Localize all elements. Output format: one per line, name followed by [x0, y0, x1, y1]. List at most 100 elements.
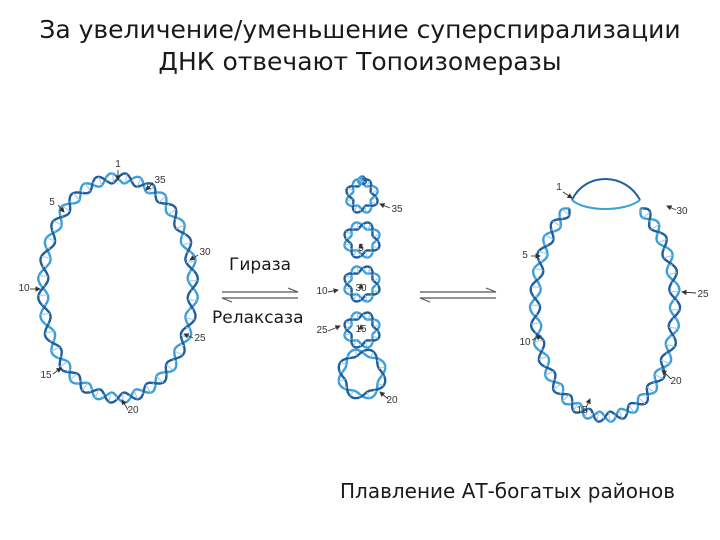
- supercoil-loop-5-base-pair: [340, 361, 347, 366]
- melted-base-pair: [667, 272, 677, 276]
- relaxed-base-pair: [165, 203, 170, 207]
- melted-base-pair: [657, 238, 667, 244]
- relaxed-base-pair: [62, 205, 71, 212]
- melted-strand-2: [529, 207, 682, 423]
- equilibrium-arrows-left: [221, 287, 299, 303]
- melted-base-pair: [545, 370, 554, 376]
- supercoil-loop-3-base-pair: [372, 289, 379, 294]
- supercoil-top-base-pair: [358, 179, 364, 181]
- relaxed-base-pair: [145, 384, 152, 393]
- relaxed-base-pair: [59, 361, 68, 367]
- melted-label-30: 30: [676, 206, 688, 217]
- relaxed-label-20: 20: [127, 405, 139, 416]
- melted-base-pair: [538, 348, 543, 351]
- supercoil-loop-4-base-pair: [364, 341, 368, 348]
- relaxed-base-pair: [69, 200, 73, 204]
- melted-base-pair: [650, 224, 660, 230]
- supercoil-loop-5-base-pair: [350, 390, 355, 397]
- melted-base-pair: [608, 412, 611, 422]
- super-label-20: 20: [386, 395, 398, 406]
- melted-label-10: 10: [519, 337, 531, 348]
- melted-base-pair: [668, 326, 679, 330]
- melted-base-pair: [579, 408, 583, 413]
- melted-base-pair: [638, 396, 646, 405]
- relaxed-base-pair: [175, 224, 185, 230]
- supercoil-loop-5-base-pair: [374, 389, 377, 393]
- supercoil-loop-5-base-pair: [369, 351, 374, 358]
- supercoil-loop-1-base-pair: [352, 183, 356, 187]
- supercoil-loop-3-base-pair: [352, 294, 357, 301]
- supercoil-loop-5-base-pair: [338, 379, 346, 382]
- relaxed-base-pair: [186, 260, 196, 264]
- relaxed-label-30: 30: [199, 247, 211, 258]
- melted-base-pair: [562, 394, 570, 402]
- supercoil-loop-5-base-pair: [347, 355, 350, 359]
- melted-label-30-arrow: [666, 205, 677, 211]
- relaxed-base-pair: [180, 343, 185, 347]
- melted-base-pair: [531, 322, 541, 325]
- relaxed-base-pair: [131, 178, 134, 183]
- melted-base-pair: [624, 409, 628, 414]
- melted-base-pair: [614, 413, 616, 418]
- melted-label-1-arrow: [562, 191, 573, 199]
- melted-base-pair: [640, 208, 644, 212]
- relaxed-base-pair: [168, 209, 177, 215]
- melted-base-pair: [531, 286, 541, 289]
- melted-label-20: 20: [670, 376, 682, 387]
- relaxed-base-pair: [181, 233, 186, 237]
- supercoil-loop-2-base-pair: [364, 251, 368, 258]
- melted-base-pair: [628, 404, 635, 413]
- footer-caption: Плавление АТ-богатых районов: [340, 479, 676, 503]
- relaxed-base-pair: [105, 177, 108, 182]
- super-label-25-arrow: [327, 325, 341, 332]
- supercoil-loop-4-base-pair: [370, 340, 373, 343]
- melted-base-pair: [657, 232, 661, 235]
- melted-base-pair: [534, 267, 544, 271]
- relaxed-label-15: 15: [40, 370, 52, 381]
- supercoil-loop-3-base-pair: [356, 266, 360, 273]
- supercoil-loop-3-base-pair: [364, 295, 368, 302]
- melted-base-pair: [646, 386, 655, 393]
- melted-base-pair: [666, 352, 670, 355]
- melted-base-pair: [663, 247, 668, 250]
- supercoil-loop-1-base-pair: [371, 190, 378, 194]
- supercoil-loop-4-base-pair: [356, 312, 360, 319]
- supercoil-loop-4-base-pair: [351, 317, 354, 320]
- relaxed-base-pair: [51, 229, 56, 233]
- melted-base-pair: [559, 216, 563, 220]
- supercoil-loop-2-base-pair: [370, 250, 373, 253]
- melted-base-pair: [551, 378, 556, 382]
- melted-base-pair: [534, 339, 544, 343]
- super-label-35: 35: [391, 204, 403, 215]
- supercoil-loop-5-strand-2: [337, 348, 387, 400]
- super-label-25: 25: [316, 325, 328, 336]
- melted-base-pair: [591, 413, 594, 418]
- relaxed-base-pair: [53, 220, 62, 226]
- relaxed-base-pair: [174, 350, 183, 356]
- page-title: За увеличение/уменьшение суперспирализац…: [0, 14, 720, 78]
- melted-base-pair: [552, 383, 562, 390]
- melted-label-25-arrow: [681, 289, 697, 296]
- title-line-2: ДНК отвечают Топоизомеразы: [158, 47, 562, 76]
- relaxed-base-pair: [42, 265, 47, 268]
- supercoil-loop-1-base-pair: [350, 203, 354, 207]
- melted-base-pair: [552, 220, 561, 227]
- melted-base-pair: [670, 335, 675, 338]
- supercoil-loop-4-base-pair: [349, 338, 352, 341]
- melted-base-pair: [538, 355, 548, 360]
- relaxed-base-pair: [187, 299, 198, 301]
- super-label-20-arrow: [379, 391, 389, 400]
- relaxed-base-pair: [77, 380, 81, 384]
- supercoil-loop-3-base-pair: [351, 271, 354, 274]
- super-label-10: 10: [316, 286, 328, 297]
- supercoil-top-base-pair: [360, 180, 366, 183]
- melted-label-15-arrow: [585, 398, 591, 409]
- relaxed-label-25: 25: [194, 333, 206, 344]
- relaxed-base-pair: [124, 174, 128, 184]
- relaxed-label-35: 35: [154, 175, 166, 186]
- gyrase-label: Гираза: [229, 255, 292, 275]
- title-line-1: За увеличение/уменьшение суперспирализац…: [39, 15, 681, 44]
- relaxed-base-pair: [140, 390, 144, 395]
